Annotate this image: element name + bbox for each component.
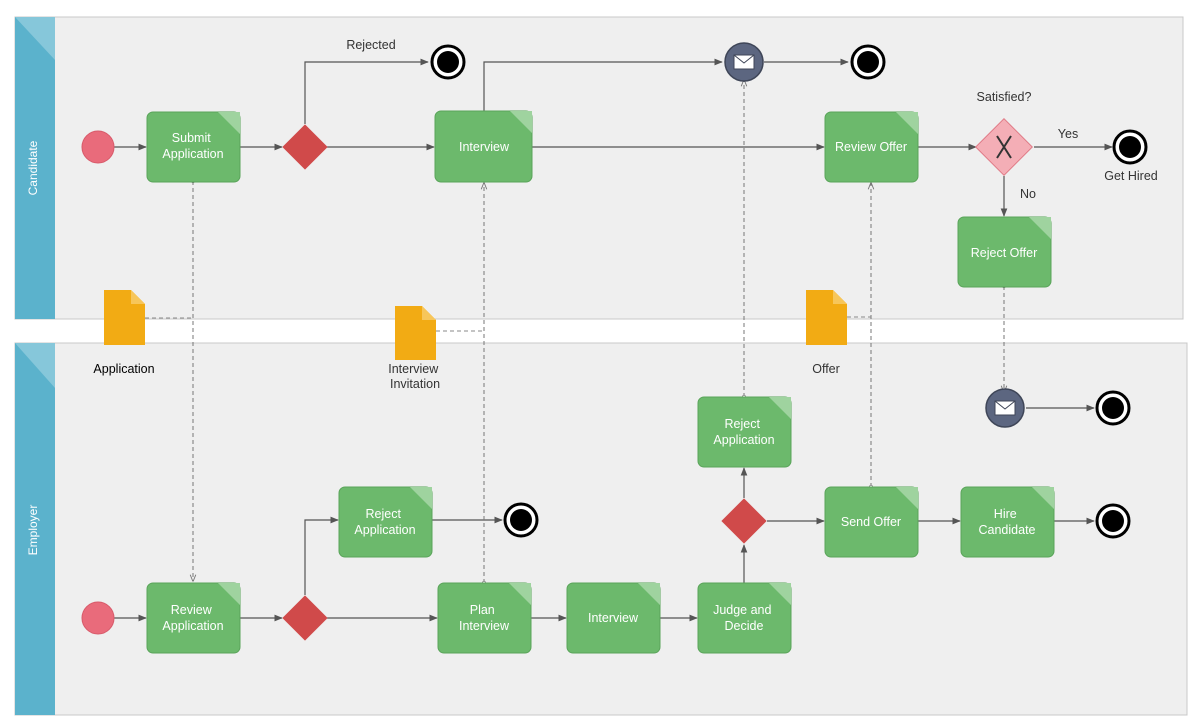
task-label-line: Decide	[725, 619, 764, 633]
get-hired-label: Get Hired	[1104, 169, 1158, 183]
task-label-line: Judge and	[713, 603, 771, 617]
message-flows	[193, 80, 1004, 583]
candidate-gateway[interactable]	[282, 124, 328, 170]
task-hire-candidate[interactable]: Hire Candidate	[960, 486, 1055, 558]
task-label-line: Candidate	[979, 523, 1036, 537]
svg-text:Offer: Offer	[812, 362, 840, 376]
document-label-line: Interview	[388, 362, 439, 376]
task-label-line: Submit	[172, 131, 211, 145]
svg-text:Interview Invitation: Interview Invitation	[388, 362, 442, 391]
lane-employer-header[interactable]	[15, 343, 55, 715]
employer-message-event[interactable]	[985, 388, 1025, 428]
task-label-line: Application	[162, 619, 223, 633]
task-label-line: Plan	[470, 603, 495, 617]
employer-reject-end-event[interactable]	[503, 502, 539, 538]
svg-text:Review Application: Review Application	[162, 603, 223, 633]
task-candidate-interview[interactable]: Interview	[434, 110, 533, 183]
lane-candidate-header[interactable]	[15, 17, 55, 319]
svg-text:Submit Application: Submit Application	[162, 131, 223, 161]
lane-employer-label: Employer	[26, 505, 40, 556]
svg-text:Reject Application: Reject Application	[354, 507, 415, 537]
task-label-line: Send Offer	[841, 515, 901, 529]
lane-candidate-label: Candidate	[26, 140, 40, 195]
svg-text:Send Offer: Send Offer	[841, 515, 901, 529]
task-label-line: Review	[171, 603, 213, 617]
exclusive-x-icon	[996, 135, 1012, 159]
task-reject-offer[interactable]: Reject Offer	[957, 216, 1052, 288]
get-hired-end-event[interactable]	[1112, 129, 1148, 165]
document-associations	[145, 316, 871, 332]
document-label-line: Invitation	[390, 377, 440, 391]
task-label-line: Application	[162, 147, 223, 161]
candidate-end-event[interactable]	[850, 44, 886, 80]
svg-text:Plan Interview: Plan Interview	[459, 603, 510, 633]
document-label-line: Application	[93, 362, 154, 376]
employer-hire-end-event[interactable]	[1095, 503, 1131, 539]
task-label-line: Reject	[725, 417, 761, 431]
rejected-end-event[interactable]	[430, 44, 466, 80]
task-send-offer[interactable]: Send Offer	[824, 486, 919, 558]
task-label-line: Application	[354, 523, 415, 537]
svg-text:Interview: Interview	[588, 611, 639, 625]
task-label-line: Review Offer	[835, 140, 907, 154]
svg-text:Reject Offer: Reject Offer	[971, 246, 1037, 260]
svg-text:Review Offer: Review Offer	[835, 140, 907, 154]
task-review-offer[interactable]: Review Offer	[824, 111, 919, 183]
candidate-message-event[interactable]	[724, 42, 764, 82]
candidate-start-event[interactable]	[81, 130, 115, 164]
satisfied-gateway[interactable]	[975, 118, 1033, 176]
task-review-application[interactable]: Review Application	[146, 582, 241, 654]
task-submit-application[interactable]: Submit Application	[146, 111, 241, 183]
candidate-sequence-flows	[114, 58, 1113, 217]
task-plan-interview[interactable]: Plan Interview	[437, 582, 532, 654]
employer-message-end-event[interactable]	[1095, 390, 1131, 426]
rejected-label: Rejected	[346, 38, 395, 52]
document-interview-invitation[interactable]: Interview Invitation	[388, 306, 442, 391]
yes-label: Yes	[1058, 127, 1078, 141]
employer-start-event[interactable]	[81, 601, 115, 635]
task-label-line: Interview	[459, 619, 510, 633]
task-label-line: Reject Offer	[971, 246, 1037, 260]
task-reject-application-2[interactable]: Reject Application	[697, 396, 792, 468]
document-label-line: Offer	[812, 362, 840, 376]
employer-sequence-flows	[114, 404, 1095, 622]
task-label-line: Interview	[459, 140, 510, 154]
svg-text:Hire Candidate: Hire Candidate	[979, 507, 1036, 537]
svg-text:Application: Application	[93, 362, 154, 376]
task-label-line: Hire	[994, 507, 1017, 521]
svg-text:Judge and Decide: Judge and Decide	[713, 603, 775, 633]
satisfied-label: Satisfied?	[977, 90, 1032, 104]
no-label: No	[1020, 187, 1036, 201]
svg-text:Interview: Interview	[459, 140, 510, 154]
task-label-line: Application	[713, 433, 774, 447]
task-employer-interview[interactable]: Interview	[566, 582, 661, 654]
svg-text:Reject Application: Reject Application	[713, 417, 774, 447]
task-label-line: Interview	[588, 611, 639, 625]
document-application[interactable]: Application	[93, 290, 155, 376]
task-judge-and-decide[interactable]: Judge and Decide	[697, 582, 792, 654]
task-reject-application-1[interactable]: Reject Application	[338, 486, 433, 558]
task-label-line: Reject	[366, 507, 402, 521]
document-offer[interactable]: Offer	[806, 290, 847, 376]
